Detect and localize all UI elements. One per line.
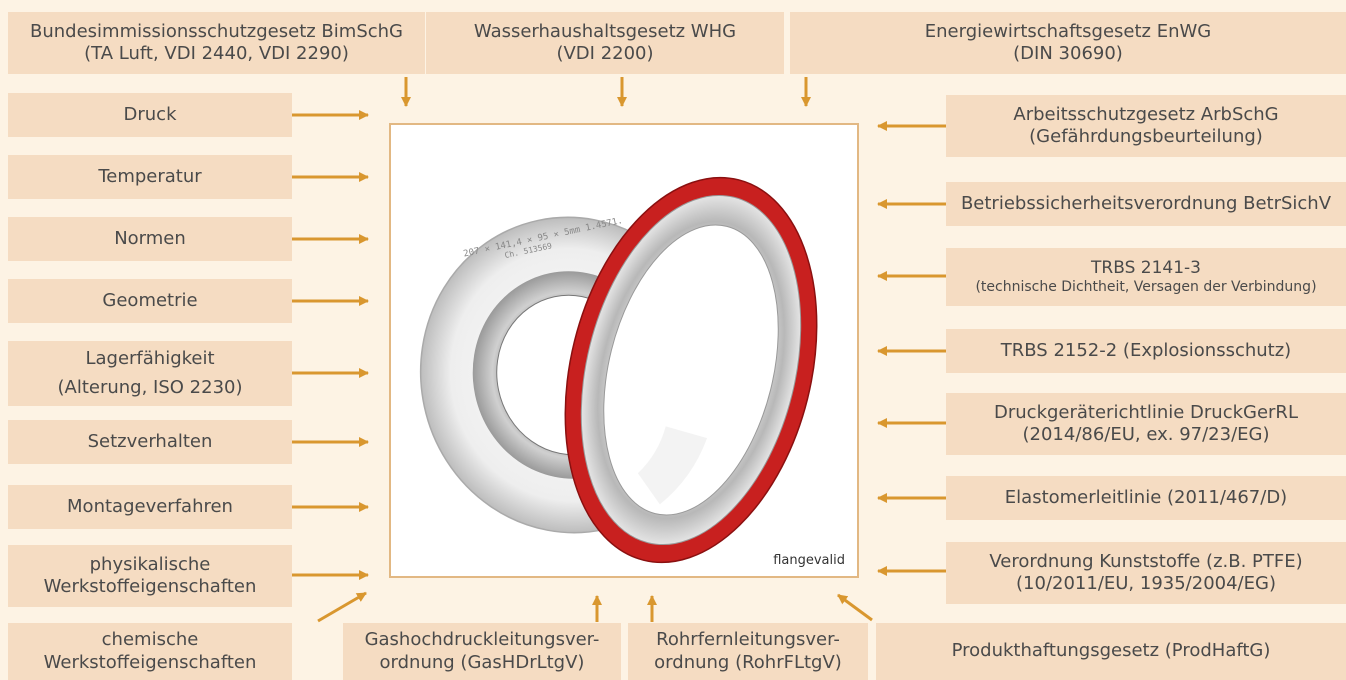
box-gashdrltgv: Gashochdruckleitungsver- ordnung (GasHDr…	[343, 623, 621, 680]
box-bimschg-line2: (TA Luft, VDI 2440, VDI 2290)	[84, 43, 349, 64]
box-druck-label: Druck	[123, 103, 177, 125]
box-elastomer-label: Elastomerleitlinie (2011/467/D)	[1004, 486, 1288, 508]
box-kunststoffe: Verordnung Kunststoffe (z.B. PTFE) (10/2…	[946, 542, 1346, 604]
box-temperatur: Temperatur	[8, 155, 292, 199]
box-chemisch-line2: Werkstoffeigenschaften	[43, 651, 257, 673]
box-geometrie-label: Geometrie	[102, 289, 198, 311]
box-arbschg-line1: Arbeitsschutzgesetz ArbSchG	[1013, 103, 1279, 125]
box-druckgerrl-line2: (2014/86/EU, ex. 97/23/EG)	[1022, 424, 1270, 445]
box-whg-line2: (VDI 2200)	[556, 43, 654, 64]
box-geometrie: Geometrie	[8, 279, 292, 323]
box-enwg: Energiewirtschaftsgesetz EnWG (DIN 30690…	[790, 12, 1346, 74]
red-gasket	[564, 176, 818, 564]
box-setzverhalten-label: Setzverhalten	[87, 430, 213, 452]
box-prodhaftg: Produkthaftungsgesetz (ProdHaftG)	[876, 623, 1346, 680]
box-normen-label: Normen	[114, 227, 186, 249]
box-enwg-line1: Energiewirtschaftsgesetz EnWG	[924, 20, 1212, 42]
box-betrsichv: Betriebssicherheitsverordnung BetrSichV	[946, 182, 1346, 226]
box-bimschg-line1: Bundesimmissionsschutzgesetz BimSchG	[29, 20, 403, 42]
box-montageverfahren: Montageverfahren	[8, 485, 292, 529]
box-elastomer: Elastomerleitlinie (2011/467/D)	[946, 476, 1346, 520]
box-arbschg: Arbeitsschutzgesetz ArbSchG (Gefährdungs…	[946, 95, 1346, 157]
box-druck: Druck	[8, 93, 292, 137]
box-rohrfltgv-line1: Rohrfernleitungsver-	[656, 629, 840, 650]
box-whg: Wasserhaushaltsgesetz WHG (VDI 2200)	[426, 12, 784, 74]
box-kunststoffe-line1: Verordnung Kunststoffe (z.B. PTFE)	[989, 550, 1303, 572]
box-trbs2152: TRBS 2152-2 (Explosionsschutz)	[946, 329, 1346, 373]
box-physikalisch: physikalische Werkstoffeigenschaften	[8, 545, 292, 607]
box-physikalisch-line1: physikalische	[89, 553, 211, 575]
box-chemisch: chemische Werkstoffeigenschaften	[8, 623, 292, 680]
box-chemisch-line1: chemische	[101, 629, 199, 650]
box-trbs2152-label: TRBS 2152-2 (Explosionsschutz)	[1000, 339, 1292, 361]
box-lagerfaehigkeit-line1: Lagerfähigkeit	[85, 348, 215, 369]
box-rohrfltgv: Rohrfernleitungsver- ordnung (RohrFLtgV)	[628, 623, 868, 680]
box-trbs2141-line2: (technische Dichtheit, Versagen der Verb…	[975, 278, 1317, 295]
box-arbschg-line2: (Gefährdungsbeurteilung)	[1029, 126, 1263, 147]
box-setzverhalten: Setzverhalten	[8, 420, 292, 464]
box-normen: Normen	[8, 217, 292, 261]
box-lagerfaehigkeit-line2: (Alterung, ISO 2230)	[57, 376, 243, 398]
box-gashdrltgv-line2: ordnung (GasHDrLtgV)	[379, 651, 585, 673]
box-lagerfaehigkeit: Lagerfähigkeit (Alterung, ISO 2230)	[8, 341, 292, 406]
arrow-chemisch	[317, 591, 367, 623]
box-trbs2141: TRBS 2141-3 (technische Dichtheit, Versa…	[946, 248, 1346, 306]
box-druckgerrl-line1: Druckgeräterichtlinie DruckGerRL	[994, 401, 1298, 423]
flangevalid-logo: flangevalid	[773, 553, 845, 568]
box-enwg-line2: (DIN 30690)	[1013, 43, 1123, 64]
box-gashdrltgv-line1: Gashochdruckleitungsver-	[364, 629, 600, 650]
box-whg-line1: Wasserhaushaltsgesetz WHG	[473, 20, 737, 42]
box-trbs2141-line1: TRBS 2141-3	[1091, 257, 1201, 278]
gasket-illustration: 207 × 141,4 × 95 × 5mm 1.4571. Ch. 51356…	[419, 176, 818, 564]
gasket-image-frame: 207 × 141,4 × 95 × 5mm 1.4571. Ch. 51356…	[389, 123, 859, 578]
box-betrsichv-label: Betriebssicherheitsverordnung BetrSichV	[960, 192, 1332, 214]
box-montageverfahren-label: Montageverfahren	[67, 495, 233, 517]
box-prodhaftg-label: Produkthaftungsgesetz (ProdHaftG)	[951, 640, 1271, 662]
arrow-prodhaftg	[837, 593, 873, 622]
box-rohrfltgv-line2: ordnung (RohrFLtgV)	[654, 651, 842, 673]
box-physikalisch-line2: Werkstoffeigenschaften	[43, 576, 257, 597]
box-druckgerrl: Druckgeräterichtlinie DruckGerRL (2014/8…	[946, 393, 1346, 455]
box-bimschg: Bundesimmissionsschutzgesetz BimSchG (TA…	[8, 12, 425, 74]
box-kunststoffe-line2: (10/2011/EU, 1935/2004/EG)	[1016, 573, 1276, 594]
box-temperatur-label: Temperatur	[98, 165, 202, 187]
logo-text: flangevalid	[773, 553, 845, 568]
